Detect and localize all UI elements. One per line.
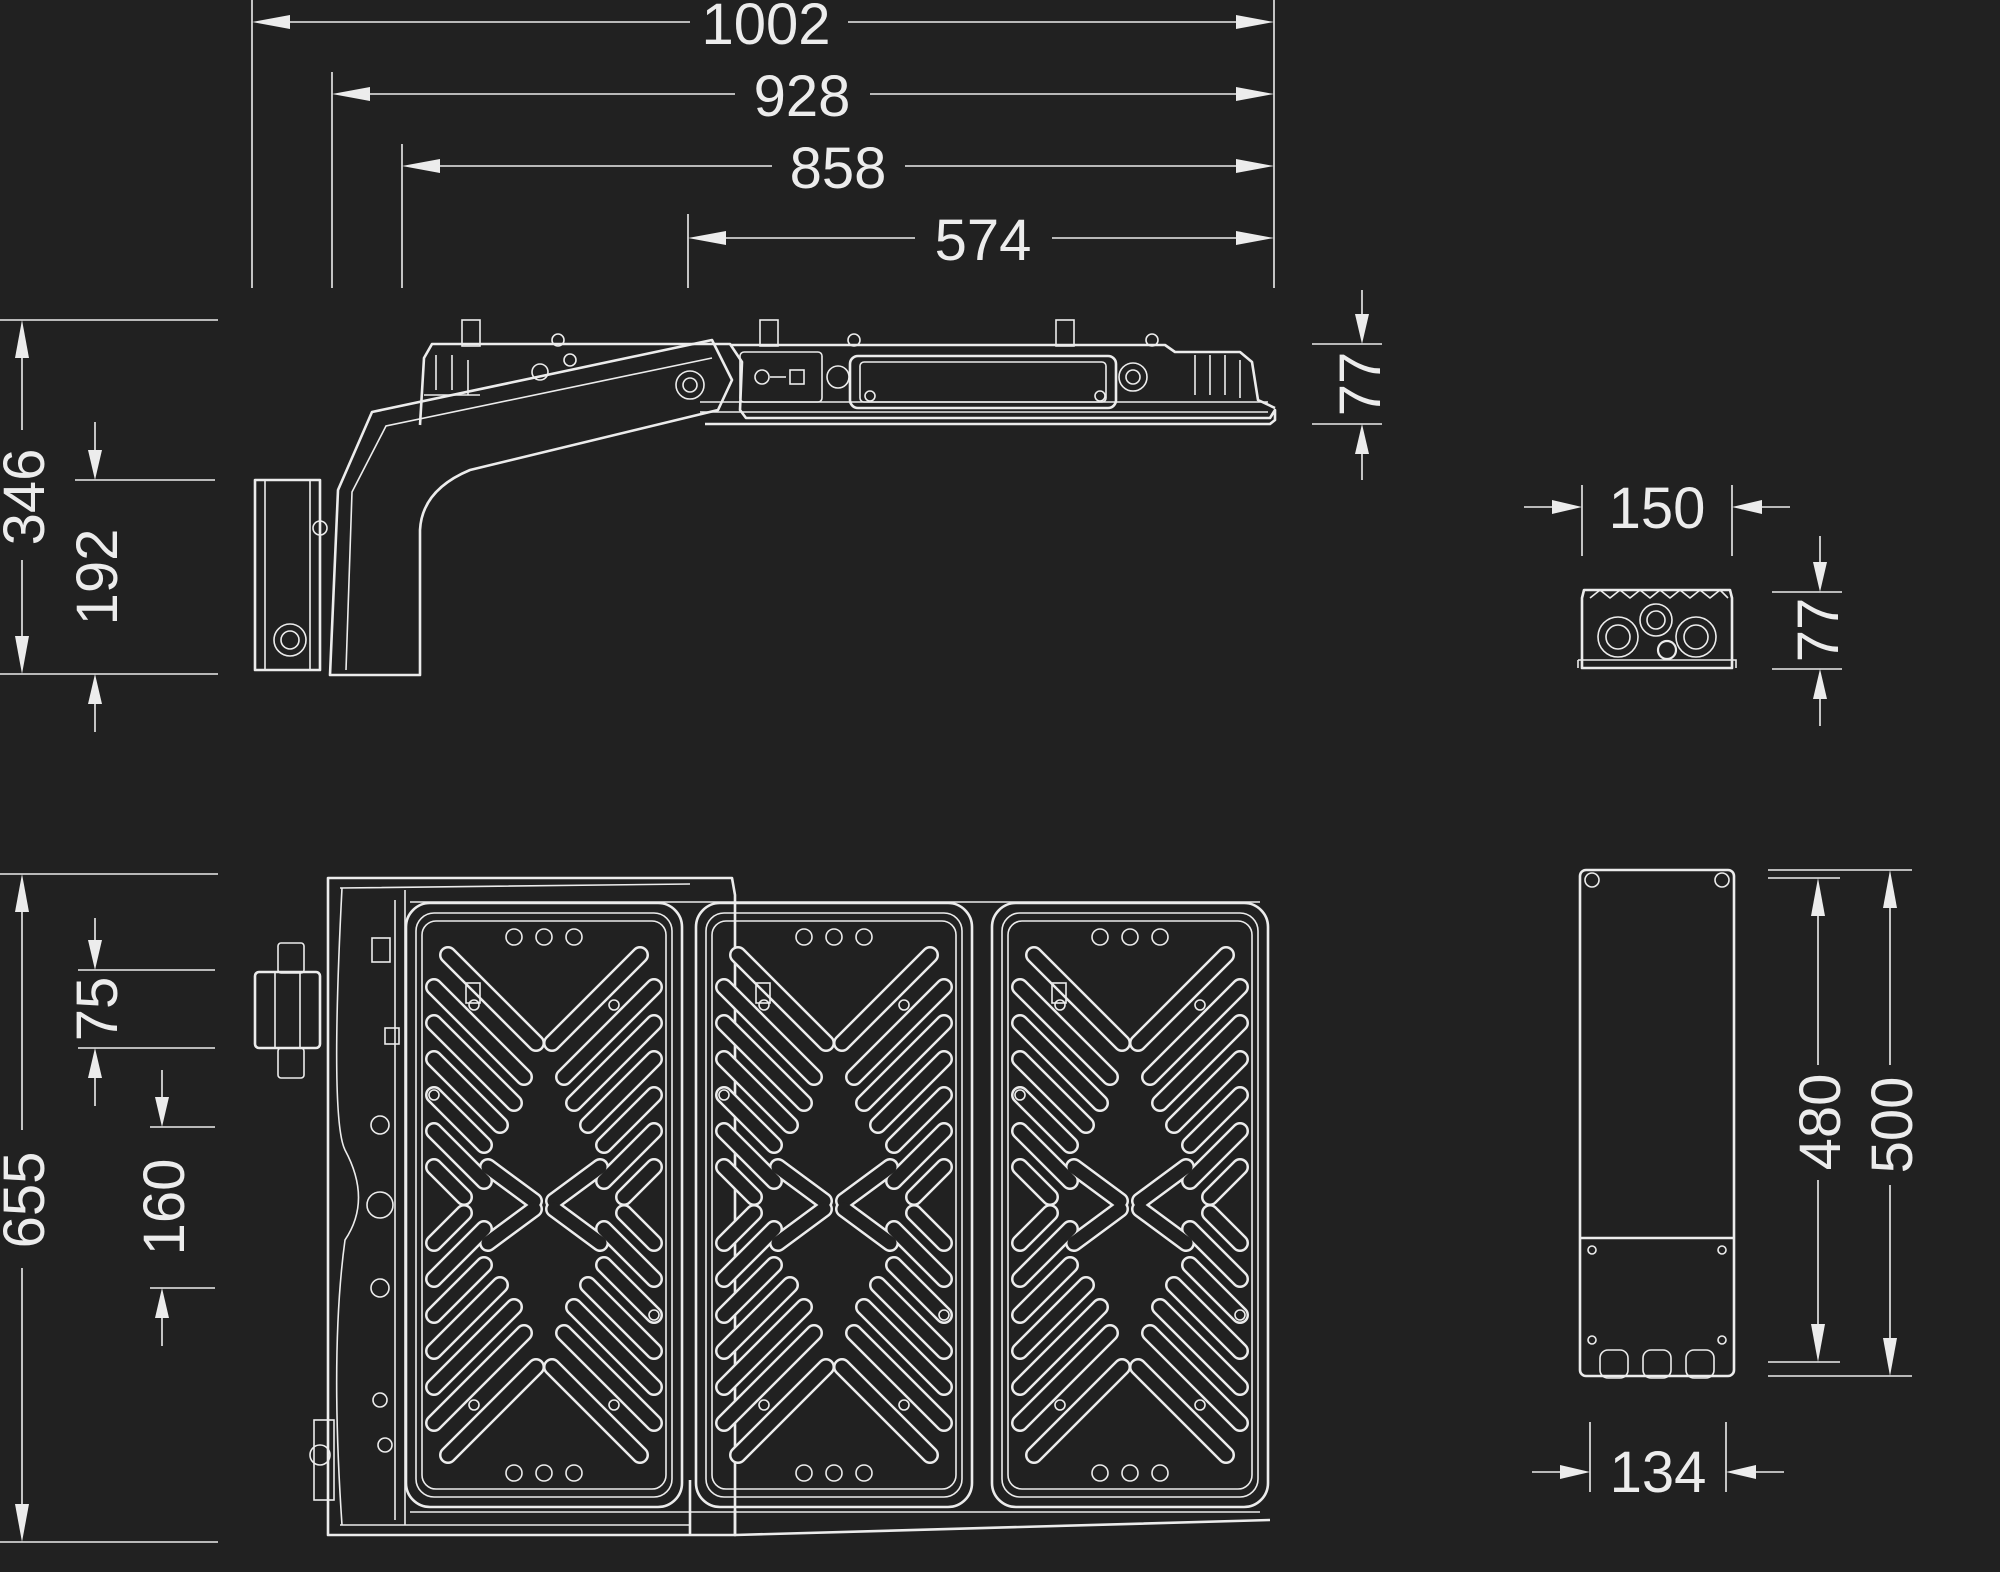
dim-500: 500 xyxy=(1860,1077,1925,1174)
dim-574: 574 xyxy=(935,208,1032,273)
dim-134: 134 xyxy=(1610,1440,1707,1505)
dim-77-end: 77 xyxy=(1786,598,1851,663)
gear-box-view xyxy=(1578,868,1736,1379)
dim-480: 480 xyxy=(1788,1074,1853,1171)
dim-150: 150 xyxy=(1609,476,1706,541)
bottom-view xyxy=(253,876,1270,1537)
side-view xyxy=(253,319,1277,677)
dim-858: 858 xyxy=(790,136,887,201)
dim-1002: 1002 xyxy=(701,0,830,57)
dim-77-side: 77 xyxy=(1328,352,1393,417)
dimension-lines xyxy=(0,0,1912,1543)
dim-346: 346 xyxy=(0,449,57,546)
dim-192: 192 xyxy=(65,529,130,626)
end-view xyxy=(1577,588,1737,670)
dim-160: 160 xyxy=(132,1159,197,1256)
dim-655: 655 xyxy=(0,1152,57,1249)
dim-75: 75 xyxy=(65,977,130,1042)
dim-928: 928 xyxy=(754,64,851,129)
